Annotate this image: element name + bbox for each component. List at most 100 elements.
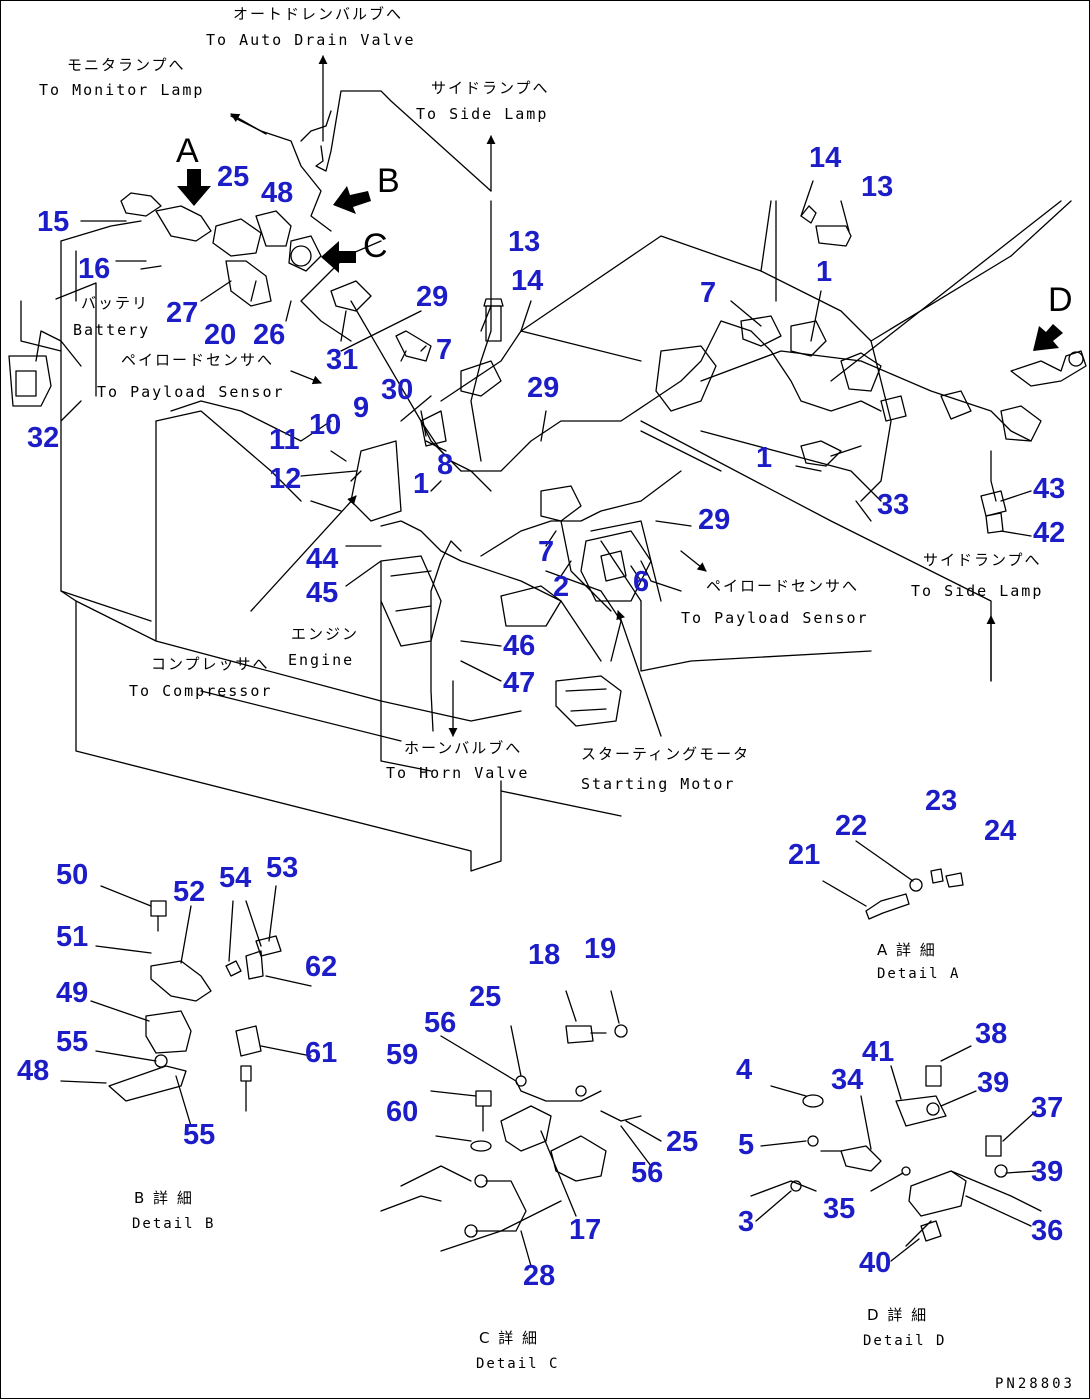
callout-number: 35 bbox=[823, 1193, 856, 1225]
callout-number: 62 bbox=[305, 951, 338, 983]
callout-number: 29 bbox=[416, 281, 449, 313]
callout-number: 26 bbox=[253, 319, 286, 351]
note-horn-en: To Horn Valve bbox=[386, 764, 530, 782]
callout-number: 25 bbox=[469, 981, 502, 1013]
view-letter-b: B bbox=[377, 162, 400, 200]
callout-number: 23 bbox=[925, 785, 958, 817]
note-monitor-en: To Monitor Lamp bbox=[39, 81, 205, 99]
note-side-lamp-top-jp: サイドランプへ bbox=[431, 79, 550, 97]
callout-number: 48 bbox=[261, 177, 294, 209]
detail-c-en: Detail C bbox=[476, 1356, 560, 1372]
callout-number: 14 bbox=[809, 142, 842, 174]
callout-number: 44 bbox=[306, 543, 339, 575]
callout-number: 6 bbox=[633, 566, 650, 598]
direction-arrows bbox=[230, 55, 996, 737]
note-compressor-en: To Compressor bbox=[129, 682, 273, 700]
callout-number: 5 bbox=[738, 1129, 755, 1161]
note-side-lamp-right-jp: サイドランプへ bbox=[923, 551, 1042, 569]
callout-number: 1 bbox=[413, 468, 430, 500]
note-side-lamp-right-en: To Side Lamp bbox=[911, 582, 1044, 600]
callout-number: 29 bbox=[527, 372, 560, 404]
callout-number: 48 bbox=[17, 1055, 50, 1087]
callout-number: 15 bbox=[37, 206, 70, 238]
note-starting-en: Starting Motor bbox=[581, 775, 736, 793]
note-payload-right-en: To Payload Sensor bbox=[681, 609, 869, 627]
detail-d-jp: D 詳 細 bbox=[867, 1306, 929, 1324]
callout-number: 21 bbox=[788, 839, 821, 871]
callout-number: 30 bbox=[381, 374, 414, 406]
detail-b-en: Detail B bbox=[132, 1216, 216, 1232]
view-arrows bbox=[177, 169, 1063, 351]
callout-number: 52 bbox=[173, 876, 206, 908]
callout-number: 36 bbox=[1031, 1215, 1064, 1247]
callout-number: 33 bbox=[877, 489, 910, 521]
callout-number: 16 bbox=[78, 253, 111, 285]
callout-number: 25 bbox=[666, 1126, 699, 1158]
callout-number: 56 bbox=[424, 1007, 457, 1039]
frame-outline bbox=[20, 220, 622, 872]
callout-number: 7 bbox=[436, 334, 453, 366]
callout-number: 31 bbox=[326, 344, 359, 376]
callout-number: 49 bbox=[56, 977, 89, 1009]
callout-number: 42 bbox=[1033, 517, 1066, 549]
callout-number: 29 bbox=[698, 504, 731, 536]
callout-number: 32 bbox=[27, 422, 60, 454]
callout-number: 25 bbox=[217, 161, 250, 193]
detail-a-jp: A 詳 細 bbox=[877, 941, 937, 959]
callout-number: 28 bbox=[523, 1260, 556, 1292]
detail-c-parts bbox=[380, 990, 662, 1267]
view-letter-a: A bbox=[176, 132, 199, 170]
callout-number: 55 bbox=[183, 1119, 216, 1151]
detail-a-parts bbox=[822, 840, 964, 920]
detail-b-parts bbox=[60, 885, 312, 1127]
callout-number: 7 bbox=[700, 277, 717, 309]
callout-number: 55 bbox=[56, 1026, 89, 1058]
detail-a-en: Detail A bbox=[877, 966, 961, 982]
callout-number: 11 bbox=[269, 424, 300, 456]
callout-number: 34 bbox=[831, 1064, 864, 1096]
callout-number: 56 bbox=[631, 1157, 664, 1189]
leader-lines bbox=[60, 180, 1032, 682]
note-engine-en: Engine bbox=[288, 651, 355, 669]
callout-number: 9 bbox=[353, 392, 370, 424]
callout-number: 43 bbox=[1033, 473, 1066, 505]
callout-number: 45 bbox=[306, 577, 339, 609]
note-battery-en: Battery bbox=[73, 321, 151, 339]
callout-number: 41 bbox=[862, 1036, 895, 1068]
note-horn-jp: ホーンバルブへ bbox=[404, 739, 523, 757]
callout-number: 59 bbox=[386, 1039, 419, 1071]
note-payload-right-jp: ペイロードセンサへ bbox=[706, 577, 860, 595]
detail-d-parts bbox=[750, 1045, 1042, 1262]
callout-number: 1 bbox=[816, 256, 833, 288]
harness-wires bbox=[35, 90, 1032, 732]
view-letter-d: D bbox=[1048, 281, 1073, 319]
note-monitor-jp: モニタランプへ bbox=[67, 56, 186, 74]
note-auto-drain-jp: オートドレンバルブへ bbox=[233, 5, 404, 23]
note-side-lamp-top-en: To Side Lamp bbox=[416, 105, 549, 123]
callout-number: 24 bbox=[984, 815, 1017, 847]
callout-number: 19 bbox=[584, 933, 617, 965]
note-compressor-jp: コンプレッサへ bbox=[151, 655, 270, 673]
callout-number: 4 bbox=[736, 1054, 753, 1086]
note-auto-drain-en: To Auto Drain Valve bbox=[206, 31, 416, 49]
callout-number: 27 bbox=[166, 297, 199, 329]
note-battery-jp: バッテリ bbox=[81, 294, 150, 312]
note-payload-left-en: To Payload Sensor bbox=[97, 383, 285, 401]
callout-number: 20 bbox=[204, 319, 237, 351]
callout-number: 40 bbox=[859, 1247, 892, 1279]
callout-number: 13 bbox=[508, 226, 541, 258]
callout-number: 18 bbox=[528, 939, 561, 971]
right-frame bbox=[520, 200, 1072, 682]
callout-number: 38 bbox=[975, 1018, 1008, 1050]
detail-c-jp: C 詳 細 bbox=[479, 1329, 540, 1347]
callout-number: 12 bbox=[269, 463, 302, 495]
note-engine-jp: エンジン bbox=[291, 625, 360, 643]
callout-number: 54 bbox=[219, 862, 252, 894]
callout-number: 22 bbox=[835, 810, 868, 842]
callout-number: 2 bbox=[553, 571, 570, 603]
callout-number: 8 bbox=[437, 449, 454, 481]
callout-number: 51 bbox=[56, 921, 89, 953]
callout-number: 3 bbox=[738, 1206, 755, 1238]
